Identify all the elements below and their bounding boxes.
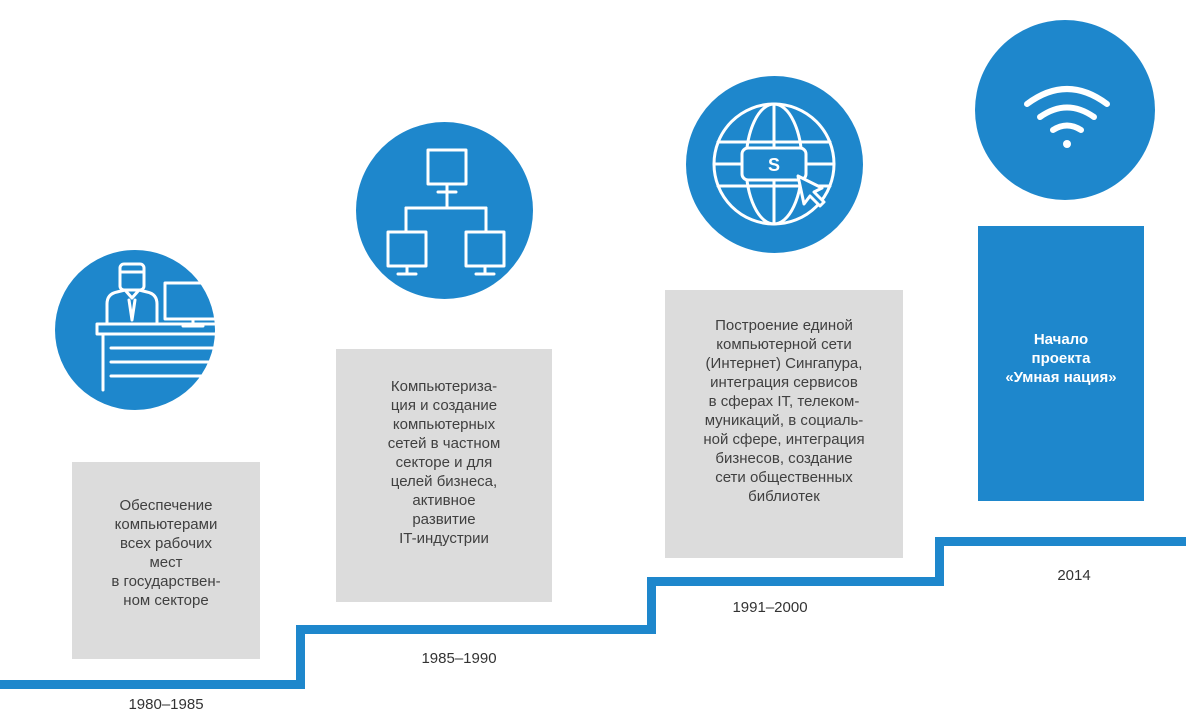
computer-network-icon — [386, 148, 506, 276]
timeline-step-3 — [647, 577, 944, 586]
timeline-riser-1 — [296, 625, 305, 689]
stage-3-description: Построение единой компьютерной сети (Инт… — [665, 290, 903, 558]
stage-4-icon-circle — [975, 20, 1155, 200]
stage-1-period: 1980–1985 — [128, 696, 204, 713]
timeline-riser-2 — [647, 577, 656, 634]
timeline-step-2 — [296, 625, 656, 634]
stage-1-icon-circle — [55, 250, 215, 410]
timeline-step-4 — [935, 537, 1186, 546]
stage-3-icon-circle: S — [686, 76, 863, 253]
timeline-step-1 — [0, 680, 305, 689]
stage-4-description: Начало проекта «Умная нация» — [978, 226, 1144, 501]
svg-text:S: S — [768, 155, 780, 175]
office-worker-icon — [95, 262, 215, 392]
stage-1-description: Обеспечение компьютерами всех рабочих ме… — [72, 462, 260, 659]
timeline-riser-3 — [935, 537, 944, 586]
wifi-icon — [1024, 86, 1110, 148]
stage-2-period: 1985–1990 — [421, 650, 497, 667]
stage-4-period: 2014 — [1057, 567, 1091, 584]
stage-2-description: Компьютериза- ция и создание компьютерны… — [336, 349, 552, 602]
stage-2-icon-circle — [356, 122, 533, 299]
stage-3-period: 1991–2000 — [732, 599, 808, 616]
globe-singapore-icon: S — [712, 102, 836, 226]
